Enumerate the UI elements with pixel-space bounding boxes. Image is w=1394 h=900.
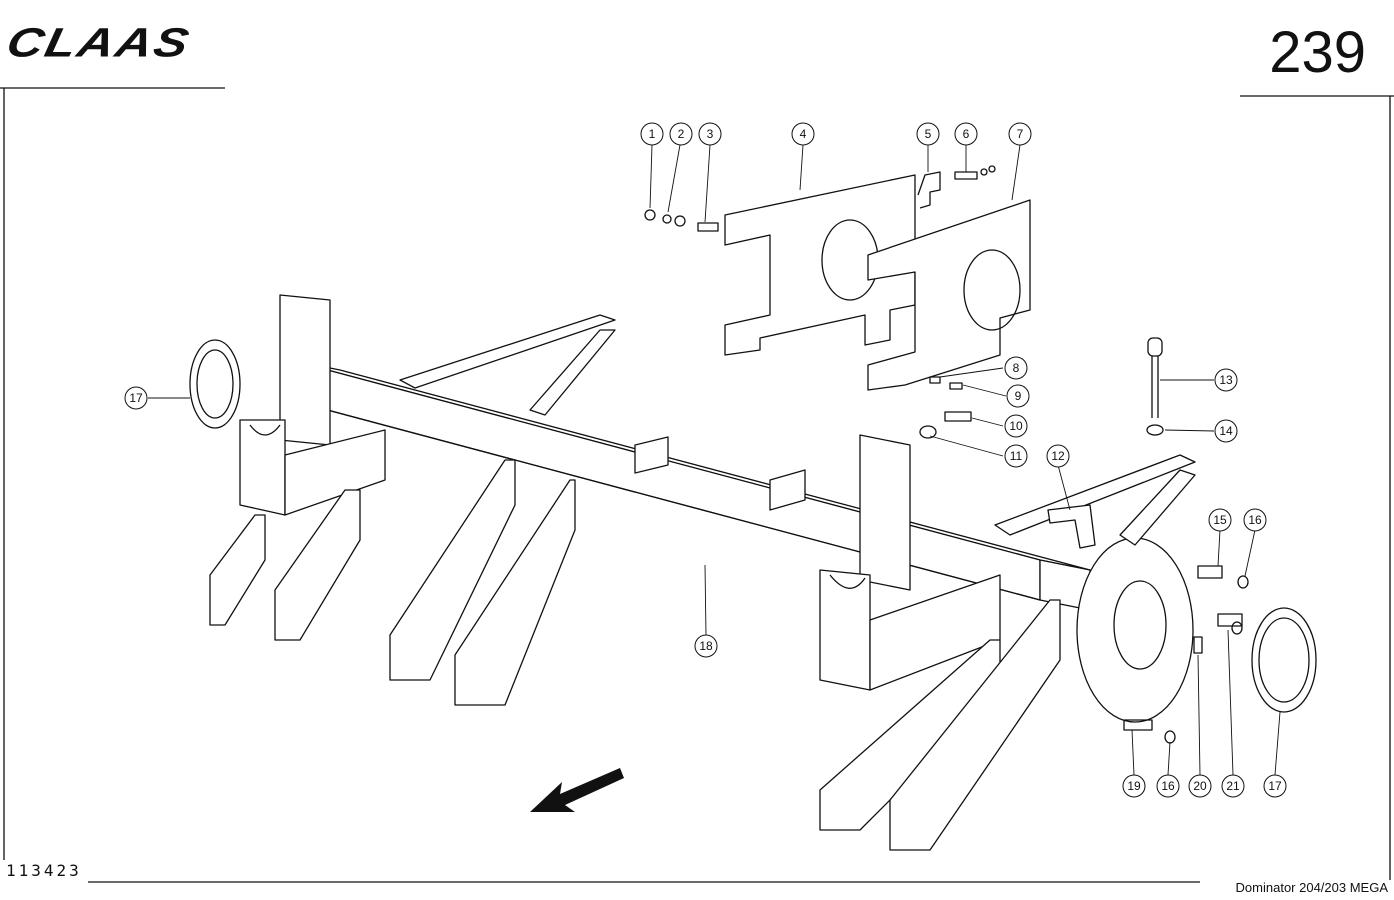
svg-text:9: 9 [1015, 389, 1022, 403]
svg-text:3: 3 [707, 127, 714, 141]
fasteners-top [644, 165, 996, 232]
callout-15: 15 [1208, 508, 1232, 532]
svg-text:13: 13 [1219, 373, 1233, 387]
drawing-number: 113423 [6, 861, 82, 880]
callout-labels: 1 2 3 4 5 6 7 8 9 10 11 12 13 14 15 16 1… [124, 122, 1287, 798]
page-number: 239 [1269, 20, 1366, 85]
lower-guides-left [209, 459, 576, 706]
callout-17-left: 17 [124, 386, 148, 410]
svg-text:5: 5 [925, 127, 932, 141]
svg-text:19: 19 [1127, 779, 1141, 793]
long-bolt-13 [1146, 337, 1164, 436]
callout-1: 1 [640, 122, 664, 146]
callout-19: 19 [1122, 774, 1146, 798]
svg-text:21: 21 [1226, 779, 1240, 793]
callout-9: 9 [1006, 384, 1030, 408]
callout-13: 13 [1214, 368, 1238, 392]
fasteners-right [919, 376, 1249, 744]
callout-18: 18 [694, 634, 718, 658]
svg-text:8: 8 [1013, 361, 1020, 375]
main-beam [289, 359, 1091, 611]
lower-guides-right [819, 599, 1061, 851]
callout-8: 8 [1004, 356, 1028, 380]
svg-text:10: 10 [1009, 419, 1023, 433]
callout-2: 2 [669, 122, 693, 146]
callout-17-right: 17 [1263, 774, 1287, 798]
mounting-plate-7 [867, 199, 1031, 391]
callout-3: 3 [698, 122, 722, 146]
callout-14: 14 [1214, 419, 1238, 443]
svg-text:4: 4 [800, 127, 807, 141]
svg-text:6: 6 [963, 127, 970, 141]
callout-10: 10 [1004, 414, 1028, 438]
right-flange [1076, 537, 1194, 723]
callout-6: 6 [954, 122, 978, 146]
upper-rail-right [994, 454, 1196, 546]
callout-12: 12 [1046, 444, 1070, 468]
callout-7: 7 [1008, 122, 1032, 146]
beam-brackets [634, 436, 1096, 549]
callout-21: 21 [1221, 774, 1245, 798]
callout-16-bottom: 16 [1156, 774, 1180, 798]
direction-arrow-icon [530, 768, 624, 812]
right-support [819, 434, 1001, 691]
svg-text:17: 17 [129, 391, 143, 405]
svg-text:14: 14 [1219, 424, 1233, 438]
callout-20: 20 [1188, 774, 1212, 798]
svg-text:12: 12 [1051, 449, 1065, 463]
svg-text:15: 15 [1213, 513, 1227, 527]
callout-16: 16 [1243, 508, 1267, 532]
upper-rail-left [399, 314, 616, 416]
right-seal-ring [1251, 607, 1317, 713]
svg-text:20: 20 [1193, 779, 1207, 793]
svg-text:16: 16 [1248, 513, 1262, 527]
callout-5: 5 [916, 122, 940, 146]
svg-text:7: 7 [1017, 127, 1024, 141]
svg-text:16: 16 [1161, 779, 1175, 793]
callout-4: 4 [791, 122, 815, 146]
svg-text:1: 1 [649, 127, 656, 141]
callout-11: 11 [1004, 444, 1028, 468]
left-support [239, 294, 386, 516]
model-name: Dominator 204/203 MEGA [1235, 880, 1388, 895]
leader-lines [148, 144, 1281, 776]
svg-text:11: 11 [1010, 449, 1023, 463]
left-seal-ring [189, 339, 241, 429]
svg-text:18: 18 [699, 639, 713, 653]
svg-text:17: 17 [1268, 779, 1282, 793]
svg-text:2: 2 [678, 127, 685, 141]
